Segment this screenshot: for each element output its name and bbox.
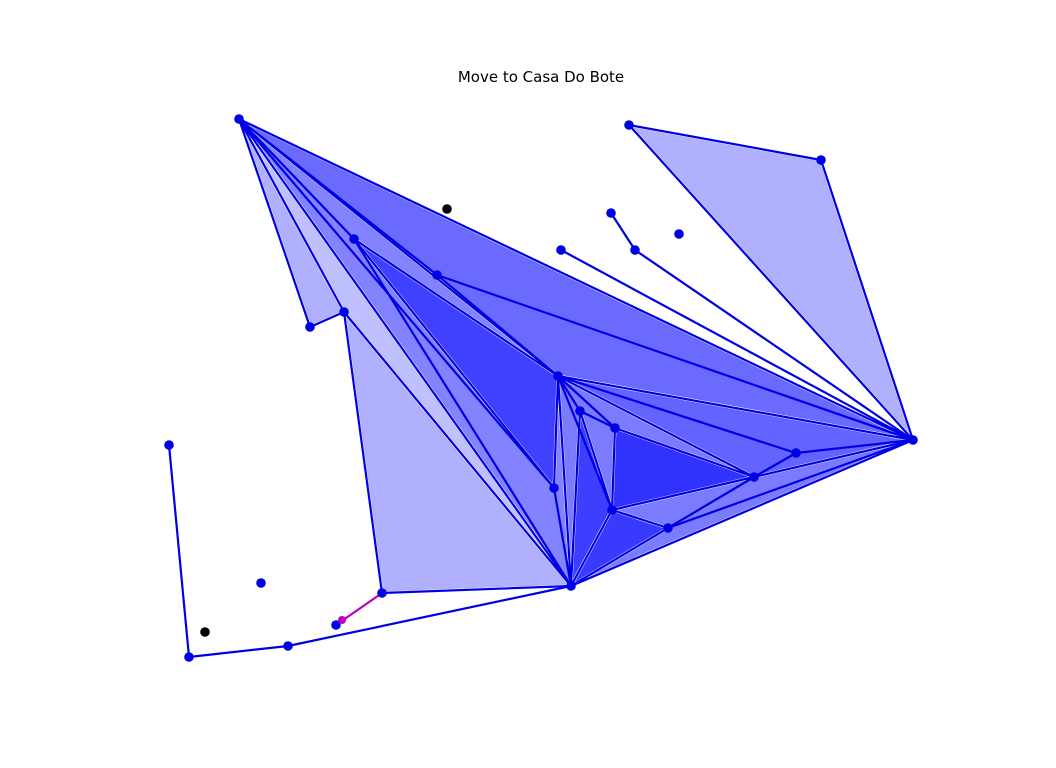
map-node[interactable]: [283, 641, 293, 651]
route-edge: [752, 451, 798, 479]
route-edge: [237, 117, 915, 442]
map-node[interactable]: [630, 245, 640, 255]
map-node[interactable]: [349, 234, 359, 244]
route-edge: [308, 310, 346, 329]
route-edge: [666, 438, 915, 530]
route-edge: [237, 117, 573, 588]
route-edge: [666, 475, 756, 530]
map-nodes[interactable]: [164, 114, 918, 662]
map-node[interactable]: [624, 120, 634, 130]
route-edge: [380, 584, 573, 595]
route-edge: [556, 374, 614, 512]
map-node[interactable]: [749, 472, 759, 482]
route-edge: [435, 273, 915, 442]
route-edge: [569, 438, 915, 588]
player-marker[interactable]: [338, 616, 346, 624]
route-edge: [286, 584, 573, 648]
route-edge: [578, 409, 614, 512]
map-node[interactable]: [549, 483, 559, 493]
map-node[interactable]: [607, 505, 617, 515]
game-title: Move to Casa Do Bote: [457, 68, 625, 86]
route-edge: [609, 211, 637, 252]
route-edge: [552, 374, 560, 490]
route-edge: [556, 374, 617, 430]
route-edge: [610, 426, 617, 512]
route-edge: [556, 374, 756, 479]
route-edge: [237, 117, 312, 329]
route-edge: [342, 310, 384, 595]
map-node[interactable]: [575, 406, 585, 416]
route-edges: [167, 117, 915, 659]
route-edge: [352, 237, 560, 378]
map-node[interactable]: [791, 448, 801, 458]
map-node[interactable]: [908, 435, 918, 445]
map-node[interactable]: [556, 245, 566, 255]
route-edge: [613, 426, 756, 479]
map-node[interactable]: [377, 588, 387, 598]
map-node[interactable]: [553, 371, 563, 381]
route-edge: [610, 508, 670, 530]
map-node[interactable]: [305, 322, 315, 332]
route-edge: [556, 374, 798, 455]
map-node[interactable]: [816, 155, 826, 165]
route-edge: [556, 374, 573, 588]
route-edge: [187, 644, 290, 659]
route-edge: [569, 508, 614, 588]
route-edge: [627, 123, 915, 442]
route-edge: [610, 475, 756, 512]
map-node[interactable]: [164, 440, 174, 450]
map-node[interactable]: [339, 307, 349, 317]
map-node[interactable]: [331, 620, 341, 630]
route-edge: [578, 409, 617, 430]
route-edge: [556, 374, 915, 442]
route-edge: [794, 438, 915, 455]
route-edge: [819, 158, 915, 442]
neutral-node[interactable]: [442, 204, 452, 214]
neutral-node[interactable]: [200, 627, 210, 637]
route-edge: [569, 409, 582, 588]
map-node[interactable]: [663, 523, 673, 533]
map-node[interactable]: [184, 652, 194, 662]
route-edge: [237, 117, 560, 378]
map-node[interactable]: [566, 581, 576, 591]
route-edge: [352, 237, 573, 588]
route-edge: [167, 443, 191, 659]
map-node[interactable]: [432, 270, 442, 280]
route-edge: [342, 310, 573, 588]
map-node[interactable]: [674, 229, 684, 239]
route-edge: [237, 117, 356, 241]
map-node[interactable]: [234, 114, 244, 124]
route-edge: [559, 248, 915, 442]
route-edge: [552, 486, 573, 588]
route-edge: [569, 526, 670, 588]
route-edge: [752, 438, 915, 479]
route-edge: [556, 374, 582, 413]
map-node[interactable]: [256, 578, 266, 588]
route-edge: [633, 248, 915, 442]
map-node[interactable]: [606, 208, 616, 218]
route-edge: [352, 237, 556, 490]
territory-fills: [237, 117, 915, 595]
route-edge: [237, 117, 556, 490]
route-edge: [237, 117, 346, 314]
route-edge: [627, 123, 823, 162]
map-node[interactable]: [610, 423, 620, 433]
route-edge: [435, 273, 560, 378]
